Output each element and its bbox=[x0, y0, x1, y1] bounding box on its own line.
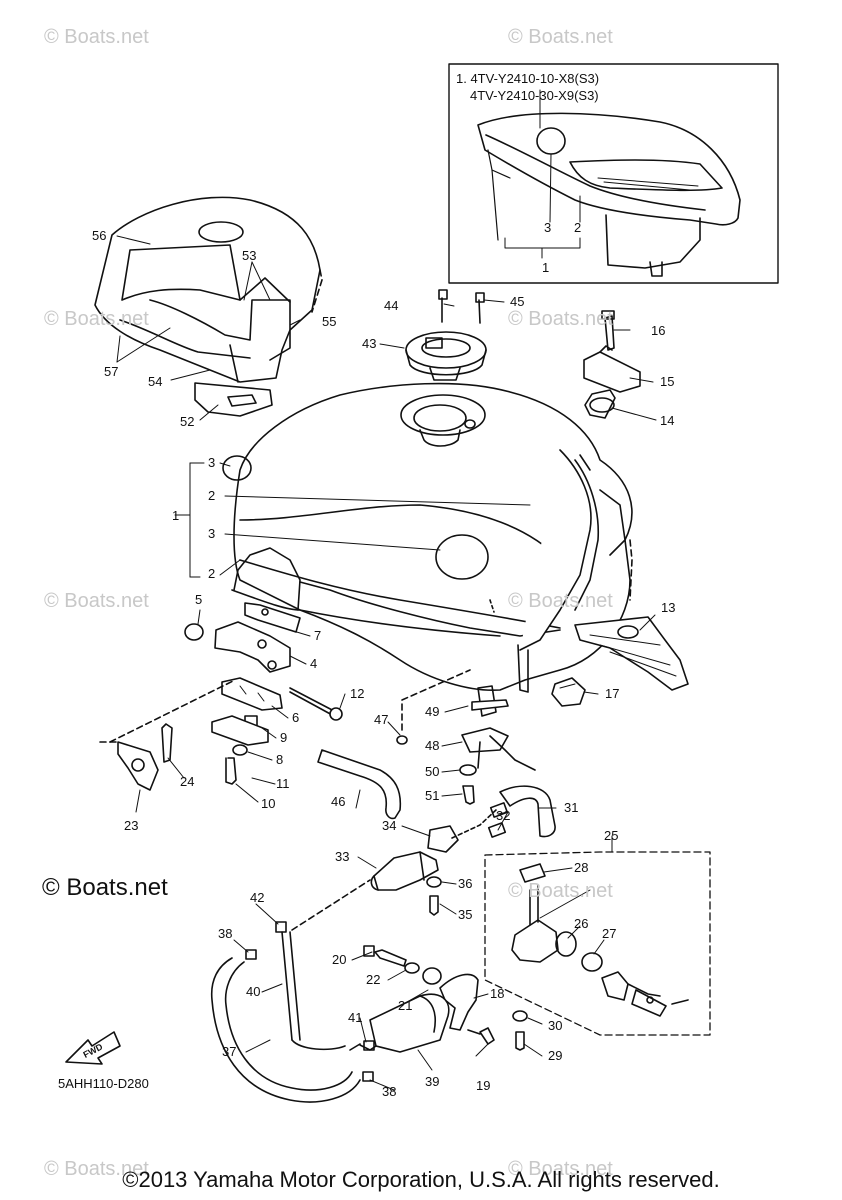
callout-23: 23 bbox=[124, 818, 138, 833]
callout-20: 20 bbox=[332, 952, 346, 967]
callout-45: 45 bbox=[510, 294, 524, 309]
callout-30: 30 bbox=[548, 1018, 562, 1033]
callout-35: 35 bbox=[458, 907, 472, 922]
inset-part-number-2: 4TV-Y2410-30-X9(S3) bbox=[470, 88, 599, 103]
callout-42: 42 bbox=[250, 890, 264, 905]
callout-57: 57 bbox=[104, 364, 118, 379]
watermark-prominent: © Boats.net bbox=[42, 874, 168, 901]
inset-tank-drawing bbox=[477, 112, 741, 277]
callout-37: 37 bbox=[222, 1044, 236, 1059]
callout-44: 44 bbox=[384, 298, 398, 313]
callout-17: 17 bbox=[605, 686, 619, 701]
callout-47: 47 bbox=[374, 712, 388, 727]
callout-52: 52 bbox=[180, 414, 194, 429]
callout-51: 51 bbox=[425, 788, 439, 803]
callout-27: 27 bbox=[602, 926, 616, 941]
callout-25: 25 bbox=[604, 828, 618, 843]
mount-brackets-drawing bbox=[99, 602, 343, 791]
callout-18: 18 bbox=[490, 986, 504, 1001]
callout-6: 6 bbox=[292, 710, 299, 725]
callout-2b: 2 bbox=[208, 566, 215, 581]
fuel-pump-assembly-drawing bbox=[484, 851, 711, 1051]
callout-10: 10 bbox=[261, 796, 275, 811]
callout-40: 40 bbox=[246, 984, 260, 999]
air-duct-cover-drawing bbox=[94, 196, 323, 417]
callout-53: 53 bbox=[242, 248, 256, 263]
callout-15: 15 bbox=[660, 374, 674, 389]
leader-lines bbox=[116, 89, 657, 1091]
fuel-cap-drawing bbox=[405, 289, 487, 381]
callout-24: 24 bbox=[180, 774, 194, 789]
callout-38a: 38 bbox=[382, 1084, 396, 1099]
callout-31: 31 bbox=[564, 800, 578, 815]
callout-33: 33 bbox=[335, 849, 349, 864]
fwd-arrow-icon bbox=[65, 1031, 121, 1065]
callout-1: 1 bbox=[542, 260, 549, 275]
callout-2a: 2 bbox=[208, 488, 215, 503]
callout-16: 16 bbox=[651, 323, 665, 338]
callout-5: 5 bbox=[195, 592, 202, 607]
callout-55: 55 bbox=[322, 314, 336, 329]
callout-3: 3 bbox=[544, 220, 551, 235]
right-parts-drawing bbox=[551, 310, 689, 707]
callout-48: 48 bbox=[425, 738, 439, 753]
callout-3b: 3 bbox=[208, 526, 215, 541]
callout-11: 11 bbox=[276, 776, 290, 791]
callout-32: 32 bbox=[496, 808, 510, 823]
fuel-tank-drawing bbox=[222, 382, 633, 693]
watermark: © Boats.net bbox=[44, 590, 149, 612]
callout-26: 26 bbox=[574, 916, 588, 931]
copyright-notice: ©2013 Yamaha Motor Corporation, U.S.A. A… bbox=[122, 1167, 720, 1192]
callout-36: 36 bbox=[458, 876, 472, 891]
inset-box bbox=[448, 63, 779, 284]
callout-8: 8 bbox=[276, 752, 283, 767]
callout-14: 14 bbox=[660, 413, 674, 428]
watermark: © Boats.net bbox=[508, 1158, 613, 1180]
callout-28: 28 bbox=[574, 860, 588, 875]
diagram-code: 5AHH110-D280 bbox=[58, 1076, 149, 1091]
callout-22: 22 bbox=[366, 972, 380, 987]
inset-part-number-1: 1. 4TV-Y2410-10-X8(S3) bbox=[456, 71, 600, 86]
fuel-cock-drawing bbox=[317, 669, 536, 820]
callout-1a: 1 bbox=[172, 508, 179, 523]
callout-2: 2 bbox=[574, 220, 581, 235]
callout-46: 46 bbox=[331, 794, 345, 809]
callout-56: 56 bbox=[92, 228, 106, 243]
watermark: © Boats.net bbox=[44, 308, 149, 330]
watermark: © Boats.net bbox=[44, 1158, 149, 1180]
callout-34: 34 bbox=[382, 818, 396, 833]
callout-9: 9 bbox=[280, 730, 287, 745]
callout-50: 50 bbox=[425, 764, 439, 779]
callout-39: 39 bbox=[425, 1074, 439, 1089]
callout-7: 7 bbox=[314, 628, 321, 643]
callout-29: 29 bbox=[548, 1048, 562, 1063]
callout-19: 19 bbox=[476, 1078, 490, 1093]
callout-13: 13 bbox=[661, 600, 675, 615]
callout-38: 38 bbox=[218, 926, 232, 941]
callout-12: 12 bbox=[350, 686, 364, 701]
callout-41: 41 bbox=[348, 1010, 362, 1025]
watermark: © Boats.net bbox=[508, 308, 613, 330]
callout-49: 49 bbox=[425, 704, 439, 719]
callout-54: 54 bbox=[148, 374, 162, 389]
watermark: © Boats.net bbox=[508, 590, 613, 612]
callout-numbers: 1 2 3 56 53 55 57 54 52 44 45 43 16 15 1… bbox=[92, 220, 675, 1099]
fuel-filter-drawing bbox=[291, 785, 556, 931]
watermark: © Boats.net bbox=[508, 880, 613, 902]
watermark: © Boats.net bbox=[508, 26, 613, 48]
lower-pump-drawing bbox=[210, 921, 495, 1103]
callout-4: 4 bbox=[310, 656, 317, 671]
callout-21: 21 bbox=[398, 998, 412, 1013]
callout-43: 43 bbox=[362, 336, 376, 351]
watermark: © Boats.net bbox=[44, 26, 149, 48]
callout-3a: 3 bbox=[208, 455, 215, 470]
